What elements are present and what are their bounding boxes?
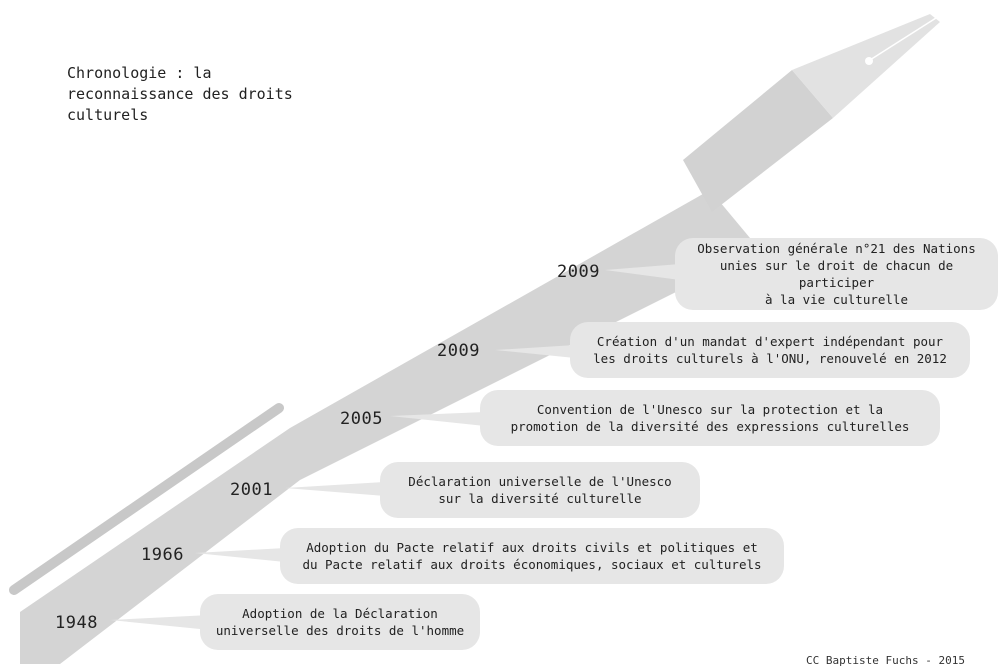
connector — [390, 412, 485, 426]
event-year-2005: 2005 — [340, 409, 383, 429]
event-bubble-1948: Adoption de la Déclaration universelle d… — [200, 594, 480, 650]
connector — [110, 615, 210, 630]
pen-nib-hole — [865, 57, 873, 65]
event-bubble-2005: Convention de l'Unesco sur la protection… — [480, 390, 940, 446]
event-year-1966: 1966 — [141, 545, 184, 565]
event-year-2009-observation: 2009 — [557, 262, 600, 282]
pen-nib — [792, 14, 940, 118]
event-year-1948: 1948 — [55, 613, 98, 633]
credit-text: CC Baptiste Fuchs - 2015 — [806, 654, 965, 667]
pen-nib-slit — [869, 17, 937, 61]
pen-clip — [9, 403, 284, 595]
pen-grip — [683, 70, 833, 212]
event-bubble-2009-mandat: Création d'un mandat d'expert indépendan… — [570, 322, 970, 378]
pen-body — [20, 190, 760, 664]
event-year-2001: 2001 — [230, 480, 273, 500]
event-bubble-1966: Adoption du Pacte relatif aux droits civ… — [280, 528, 784, 584]
connector — [195, 548, 285, 562]
connector — [605, 264, 680, 280]
event-year-2009-mandat: 2009 — [437, 341, 480, 361]
connector — [495, 345, 575, 358]
event-bubble-2009-observation: Observation générale n°21 des Nations un… — [675, 238, 998, 310]
event-bubble-2001: Déclaration universelle de l'Unesco sur … — [380, 462, 700, 518]
connector — [285, 482, 385, 496]
diagram-title: Chronologie : la reconnaissance des droi… — [67, 64, 293, 124]
